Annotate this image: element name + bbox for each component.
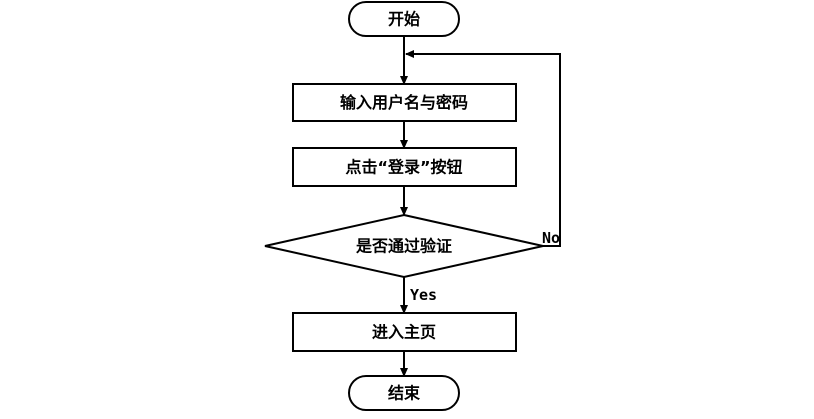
verify-decision xyxy=(264,213,544,279)
enter-home-label: 进入主页 xyxy=(372,323,436,342)
click-login-box xyxy=(292,147,517,187)
start-terminal xyxy=(348,1,460,37)
edge-yes-label: Yes xyxy=(410,286,437,304)
end-label: 结束 xyxy=(387,384,421,403)
end-terminal xyxy=(348,375,460,411)
input-credentials-box xyxy=(292,83,517,122)
arrow-no-loop-back xyxy=(405,50,561,247)
start-label: 开始 xyxy=(388,10,420,29)
click-login-label: 点击“登录”按钮 xyxy=(345,158,462,177)
verify-label: 是否通过验证 xyxy=(355,237,452,256)
enter-home-box xyxy=(292,312,517,352)
edge-no-label: No xyxy=(542,229,560,247)
input-credentials-label: 输入用户名与密码 xyxy=(340,93,468,112)
